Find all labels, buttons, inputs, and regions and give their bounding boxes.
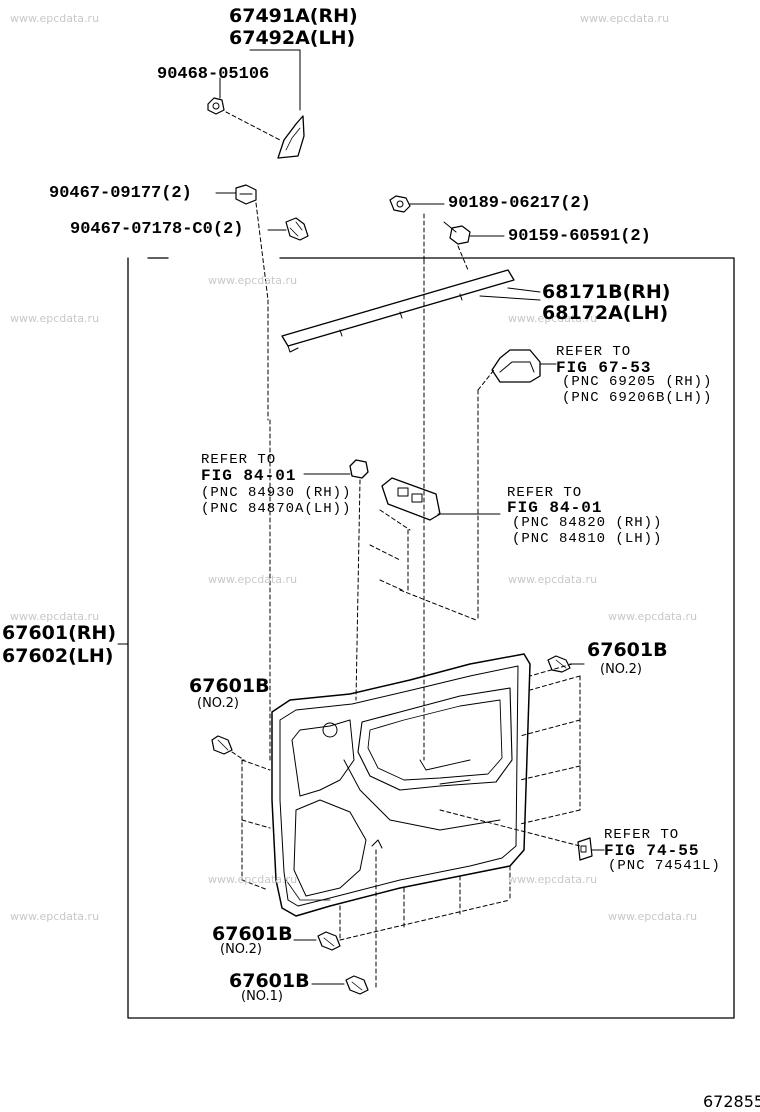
- ref-lamp-fig: FIG 74-55: [604, 842, 700, 860]
- part-label-90189-06217: 90189-06217(2): [448, 194, 591, 213]
- part-label-67602: 67602(LH): [2, 645, 114, 667]
- clip-67601b-bottom-no2: [293, 931, 341, 951]
- clip-67601b-bottom-no1: [311, 975, 369, 995]
- inside-handle-bezel: [477, 349, 557, 621]
- assembly-frame: [127, 257, 735, 1019]
- ref-master-fig: FIG 84-01: [507, 499, 603, 517]
- part-label-90467-07178: 90467-07178-C0(2): [70, 220, 244, 239]
- screw-90467-07178: [267, 217, 309, 241]
- watermark: www.epcdata.ru: [608, 910, 698, 923]
- part-label-90159-60591: 90159-60591(2): [508, 227, 651, 246]
- watermark: www.epcdata.ru: [208, 873, 298, 886]
- nut-90189-06217: [389, 195, 445, 261]
- watermark: www.epcdata.ru: [508, 873, 598, 886]
- watermark: www.epcdata.ru: [10, 12, 100, 25]
- screw-90468-05106: [207, 77, 281, 141]
- part-label-68172a: 68172A(LH): [542, 302, 669, 324]
- watermark: www.epcdata.ru: [208, 573, 298, 586]
- watermark: www.epcdata.ru: [508, 573, 598, 586]
- ref-lamp-line1: REFER TO: [604, 827, 680, 843]
- ref-handle-line1: REFER TO: [556, 344, 632, 360]
- small-switch: [303, 459, 369, 701]
- ref-handle-pnc-rh: (PNC 69205 (RH)): [562, 374, 713, 390]
- watermark: www.epcdata.ru: [508, 312, 598, 325]
- part-label-clip-bottom-no1: 67601B: [229, 970, 310, 992]
- clip-left-no: (NO.2): [197, 696, 239, 711]
- part-label-67492a: 67492A(LH): [229, 27, 356, 49]
- figure-number: 672855: [703, 1092, 760, 1111]
- clip-right-no: (NO.2): [600, 662, 642, 677]
- screw-90467-09177: [215, 184, 269, 301]
- part-label-clip-right: 67601B: [587, 639, 668, 661]
- watermark: www.epcdata.ru: [10, 312, 100, 325]
- part-label-clip-bottom-no2: 67601B: [212, 923, 293, 945]
- clip-bottom-no2: (NO.2): [220, 942, 262, 957]
- part-label-clip-left: 67601B: [189, 675, 270, 697]
- watermark: www.epcdata.ru: [10, 610, 100, 623]
- part-label-67601: 67601(RH): [2, 622, 116, 644]
- ref-master-pnc-rh: (PNC 84820 (RH)): [512, 515, 663, 531]
- ref-switch-pnc-rh: (PNC 84930 (RH)): [201, 485, 352, 501]
- clip-67601b-right: [547, 655, 585, 673]
- clip-projection-lines: [241, 663, 581, 991]
- ref-handle-fig: FIG 67-53: [556, 359, 652, 377]
- watermark: www.epcdata.ru: [580, 12, 670, 25]
- door-trim-panel: [271, 653, 531, 917]
- master-switch: [369, 477, 501, 621]
- ref-master-pnc-lh: (PNC 84810 (LH)): [512, 531, 663, 547]
- bolt-90159-60591: [443, 221, 505, 271]
- ref-switch-line1: REFER TO: [201, 452, 277, 468]
- upper-trim-cover: [249, 49, 305, 159]
- ref-switch-fig: FIG 84-01: [201, 467, 297, 485]
- ref-switch-pnc-lh: (PNC 84870A(LH)): [201, 501, 352, 517]
- belt-weatherstrip: [281, 269, 541, 353]
- watermark: www.epcdata.ru: [608, 610, 698, 623]
- clip-bottom-no1: (NO.1): [241, 989, 283, 1004]
- watermark: www.epcdata.ru: [10, 910, 100, 923]
- ref-lamp-pnc: (PNC 74541L): [608, 858, 721, 874]
- courtesy-lamp: [577, 837, 605, 861]
- part-label-90467-09177: 90467-09177(2): [49, 184, 192, 203]
- clip-67601b-left: [211, 735, 245, 761]
- watermark: www.epcdata.ru: [208, 274, 298, 287]
- part-label-68171b: 68171B(RH): [542, 281, 671, 303]
- ref-handle-pnc-lh: (PNC 69206B(LH)): [562, 390, 713, 406]
- ref-master-line1: REFER TO: [507, 485, 583, 501]
- part-label-67491a: 67491A(RH): [229, 5, 358, 27]
- part-label-90468-05106: 90468-05106: [157, 65, 270, 84]
